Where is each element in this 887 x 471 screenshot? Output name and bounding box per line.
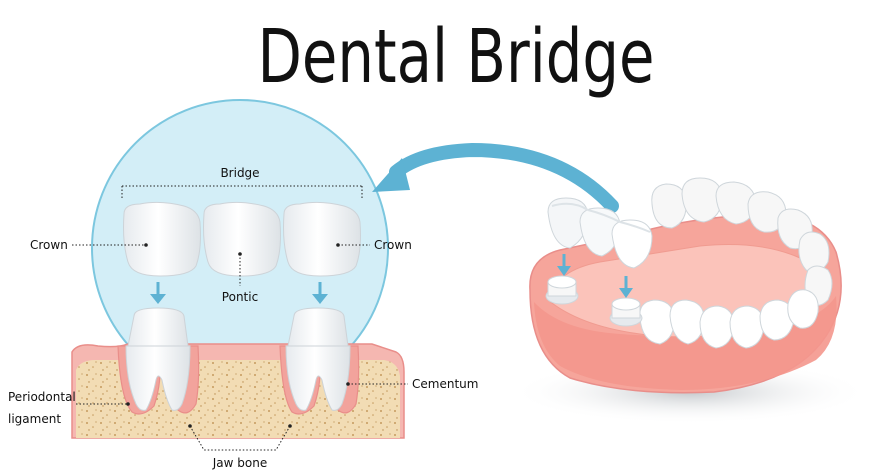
label-bridge: Bridge [220,166,259,180]
curved-arrow-icon [372,142,619,213]
abutment-tooth-left [125,307,191,411]
label-crown-left: Crown [30,238,68,252]
cross-section-diagram: Bridge Crown Crown Pontic Periodontal li… [8,99,478,470]
dot-crown-right [336,243,340,247]
dot-jaw-bone-left [188,424,192,428]
label-pontic: Pontic [222,290,258,304]
bridge-pontic [203,201,281,277]
dot-periodontal [126,402,130,406]
jaw-arrow-right-icon [619,276,633,298]
dot-pontic [238,252,242,256]
jaw-floating-bridge [547,197,653,269]
dot-jaw-bone-right [288,424,292,428]
jaw-teeth-back [651,177,833,306]
label-crown-right: Crown [374,238,412,252]
label-periodontal-line2: ligament [8,412,61,426]
arrow-down-right-icon [312,282,328,304]
bridge-crown-left [123,201,201,277]
arrow-down-left-icon [150,282,166,304]
abutment-tooth-right [285,307,351,411]
page-title: Dental Bridge [257,13,654,100]
label-periodontal-line1: Periodontal [8,390,76,404]
jaw-teeth-front [639,289,819,349]
bridge-crown-right [283,201,361,277]
jaw-abutment-left [545,275,579,305]
jaw-abutment-right [609,297,643,327]
label-cementum: Cementum [412,377,478,391]
jaw-model [510,177,870,424]
label-jaw-bone: Jaw bone [212,456,267,470]
bridge-bracket [121,185,363,200]
jaw-arrow-left-icon [557,254,571,276]
dot-crown-left [144,243,148,247]
dot-cementum [346,382,350,386]
